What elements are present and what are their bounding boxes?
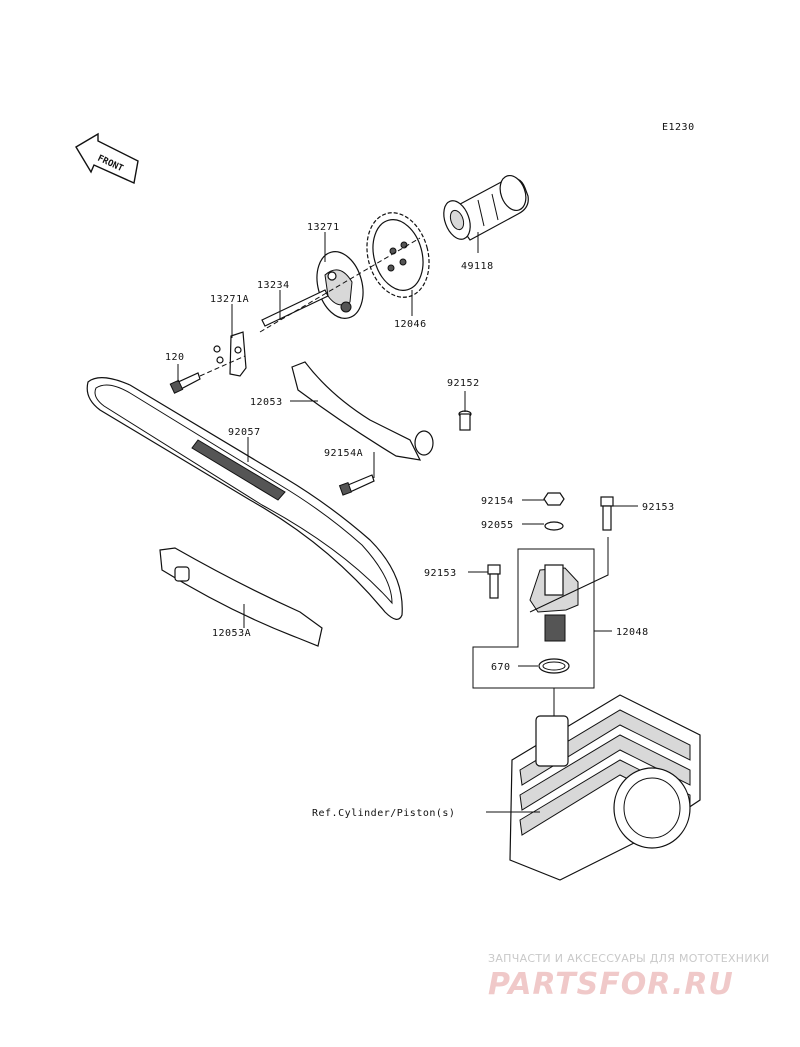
sprocket-drawing: [366, 212, 430, 298]
part-label-12053a: 12053A: [212, 628, 251, 639]
part-label-92055: 92055: [481, 520, 514, 531]
leader-lines: [177, 232, 638, 813]
diagram-code: E1230: [662, 122, 695, 133]
part-label-92154: 92154: [481, 496, 514, 507]
part-label-12046: 12046: [394, 319, 427, 330]
chain-drawing: [86, 377, 403, 620]
guide-12053a-drawing: [159, 547, 323, 647]
chain-guide-drawing: [291, 361, 434, 461]
watermark-brand: PARTSFOR.RU: [488, 967, 734, 1002]
part-label-92153-left: 92153: [424, 568, 457, 579]
reference-label: Ref.Cylinder/Piston(s): [312, 808, 455, 819]
cylinder-drawing: [509, 694, 701, 881]
part-label-13271a: 13271A: [210, 294, 249, 305]
tensioner-drawing: [472, 492, 614, 689]
part-label-120: 120: [165, 352, 185, 363]
bolt-120-drawing: [169, 372, 201, 394]
part-label-13271: 13271: [307, 222, 340, 233]
part-label-49118: 49118: [461, 261, 494, 272]
camshaft-drawing: [443, 174, 529, 241]
part-label-92152: 92152: [447, 378, 480, 389]
bolt-92154a-drawing: [338, 474, 375, 496]
part-label-12053: 12053: [250, 397, 283, 408]
watermark-tagline: ЗАПЧАСТИ И АКСЕССУАРЫ ДЛЯ МОТОТЕХНИКИ: [488, 952, 770, 965]
part-label-670: 670: [491, 662, 511, 673]
shaft-drawing: [261, 289, 329, 327]
bolt-92152-drawing: [458, 410, 472, 431]
bracket-drawing: [213, 331, 247, 377]
part-label-12048: 12048: [616, 627, 649, 638]
front-arrow-icon: FRONT: [75, 132, 139, 185]
part-label-92057: 92057: [228, 427, 261, 438]
part-label-13234: 13234: [257, 280, 290, 291]
part-label-92154a: 92154A: [324, 448, 363, 459]
part-label-92153-right: 92153: [642, 502, 675, 513]
